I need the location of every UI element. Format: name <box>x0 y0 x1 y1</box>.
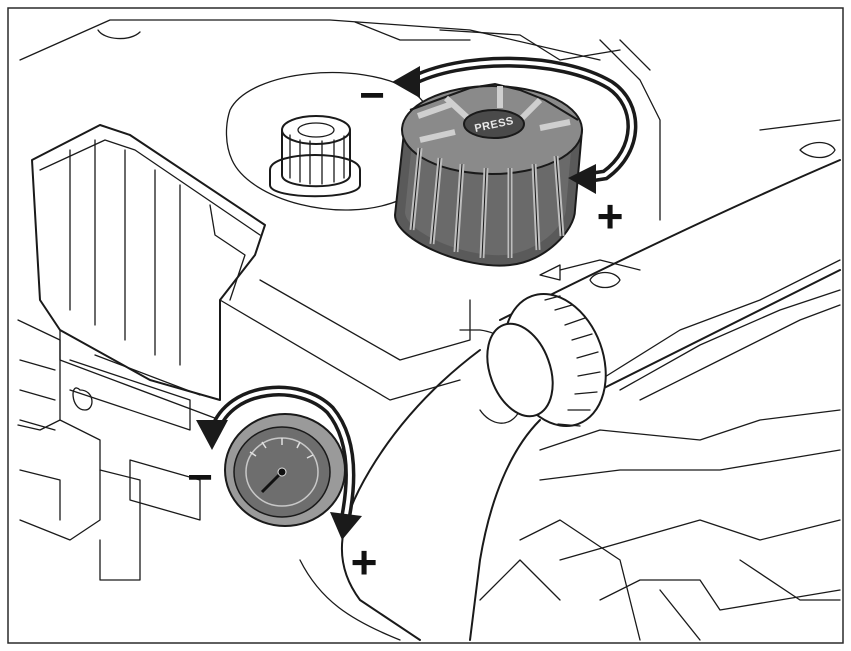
gauge-decrease-symbol: − <box>187 453 213 502</box>
arrow-head-right <box>568 164 596 194</box>
pressure-gauge <box>224 413 346 527</box>
collar-nut <box>486 293 607 427</box>
knob-increase-symbol: + <box>597 190 624 242</box>
gauge-arrow-head-right <box>330 512 362 540</box>
knob-rotation-arrow <box>392 56 638 194</box>
lower-housing <box>479 409 841 641</box>
gauge-arrow-head-left <box>196 420 228 450</box>
upper-housing <box>19 19 841 289</box>
knob-cap <box>463 109 525 139</box>
knob-decrease-symbol: − <box>359 71 385 120</box>
gauge-rotation-arrow <box>196 385 362 540</box>
arrow-head-left <box>392 66 420 98</box>
spline-shaft <box>225 71 437 211</box>
pressure-knob[interactable]: PRESS <box>393 82 584 267</box>
gauge-needle <box>260 470 284 494</box>
gauge-increase-symbol: + <box>351 536 378 588</box>
